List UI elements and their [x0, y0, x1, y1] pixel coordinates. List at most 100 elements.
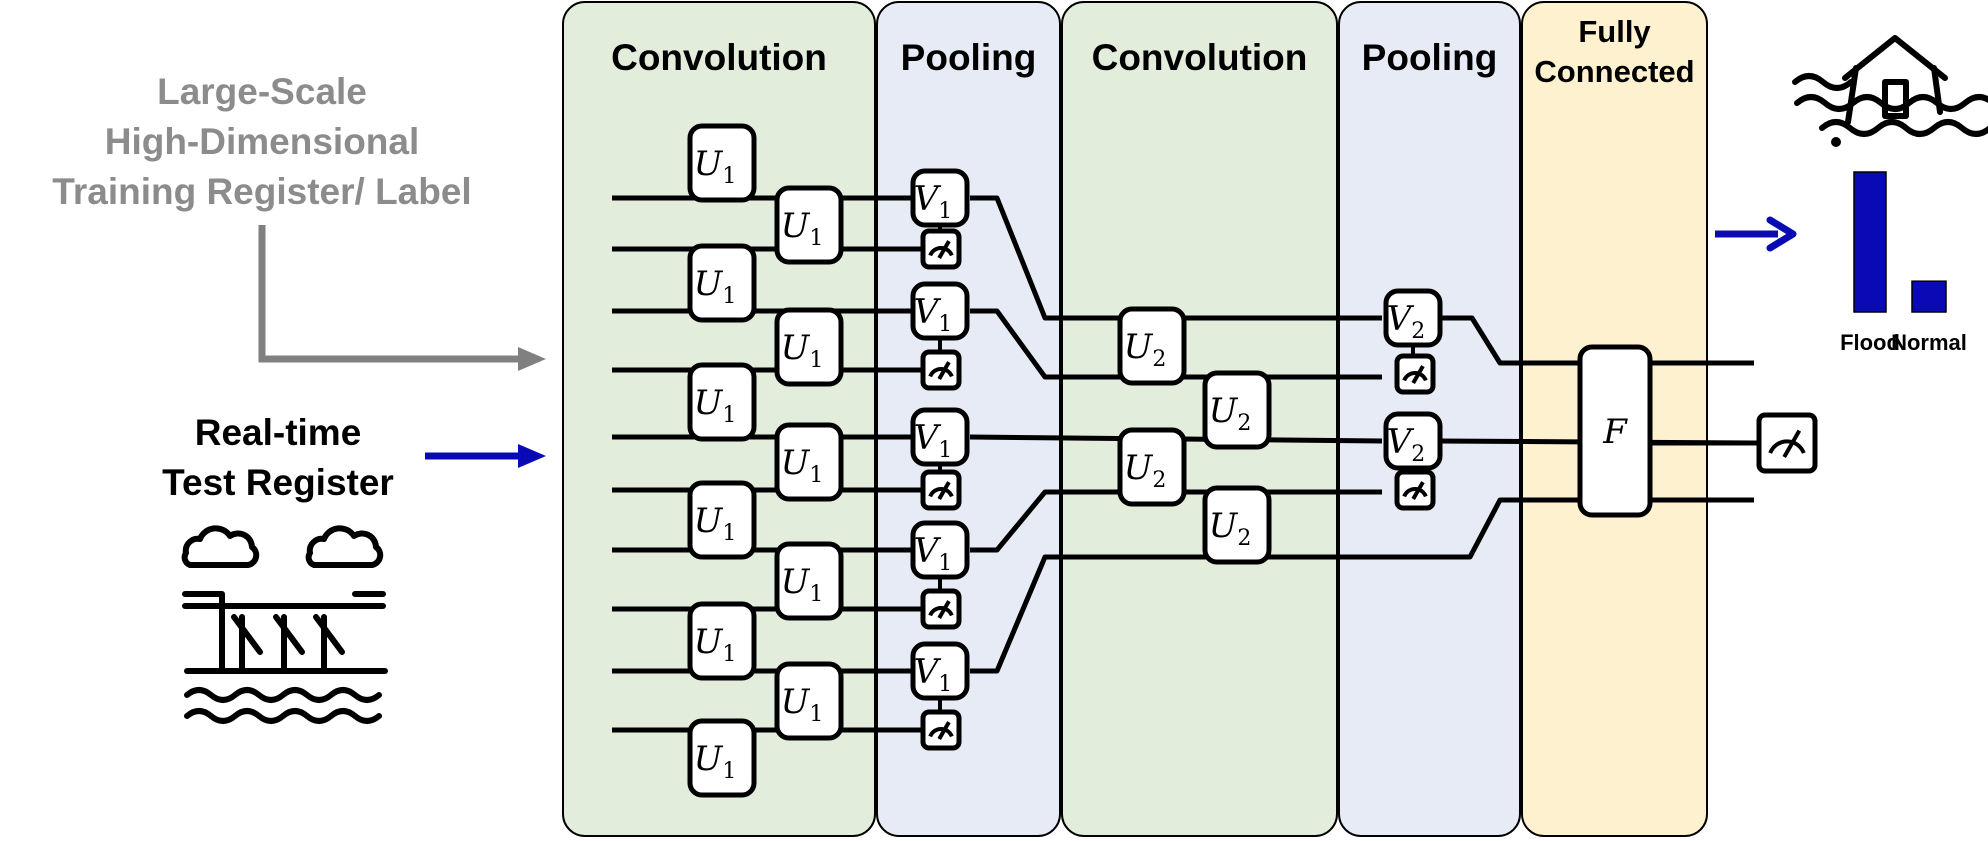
measurement-meter-icon — [920, 469, 962, 511]
gate-u1-box — [687, 243, 757, 323]
gate-u1-label: U1 — [781, 562, 824, 607]
gate-u1-box — [774, 422, 844, 502]
meter-arc — [928, 366, 954, 378]
meter-needle — [1411, 365, 1425, 384]
training-register-label: Large-Scale — [157, 71, 367, 112]
gate-v1: V1 — [910, 407, 970, 467]
gate-u1-box — [687, 362, 757, 442]
final-measurement-icon — [1756, 412, 1818, 474]
gate-u1: U1 — [687, 362, 757, 442]
measurement-meter-icon — [920, 709, 962, 751]
meter-arc — [1768, 439, 1806, 454]
gate-u1: U1 — [687, 601, 757, 681]
gate-v1: V1 — [910, 641, 970, 701]
gate-boxes: U1U1U1U1U1U1U1U1U1U1U1V1V1V1V1V1U2U2U2U2… — [687, 123, 1818, 798]
water-wave — [184, 708, 382, 724]
cloud-shape — [181, 525, 260, 568]
flood-waves — [1792, 73, 1988, 137]
gate-u1-subscript: 1 — [809, 226, 823, 251]
gate-u1-subscript: 1 — [809, 348, 823, 373]
gate-u1-box — [774, 307, 844, 387]
gate-u1-label: U1 — [694, 264, 737, 309]
meter-arc — [1402, 486, 1428, 498]
gate-v2: V2 — [1383, 288, 1443, 348]
measurement-meter-icon — [920, 228, 962, 270]
gate-u1-box — [687, 480, 757, 560]
measurement-meter-icon — [920, 349, 962, 391]
probability-bar-normal — [1911, 280, 1947, 313]
training-register-label: High-Dimensional — [105, 121, 420, 162]
gate-u1: U1 — [687, 480, 757, 560]
gate-u1-subscript: 1 — [809, 463, 823, 488]
gate-u1-box — [774, 661, 844, 741]
gate-u2-box — [1202, 370, 1272, 450]
section-title-fc: Fully — [1578, 14, 1651, 49]
meter-needle — [1411, 481, 1425, 500]
qubit-wire — [970, 195, 1382, 321]
gate-u1: U1 — [687, 243, 757, 323]
flood-droplet — [1831, 137, 1841, 147]
class-label-flood: Flood — [1840, 330, 1900, 355]
gate-f-box — [1577, 344, 1653, 518]
gate-u1: U1 — [774, 541, 844, 621]
gate-u1: U1 — [774, 307, 844, 387]
training-register-label: Training Register/ Label — [52, 171, 471, 212]
gate-u1-subscript: 1 — [809, 702, 823, 727]
gate-f: F — [1577, 344, 1653, 518]
gate-u2: U2 — [1117, 427, 1187, 507]
gate-u2-subscript: 2 — [1152, 347, 1166, 372]
measurement-meter-icon — [1394, 469, 1436, 511]
gate-u2-box — [1117, 306, 1187, 386]
gate-u2-subscript: 2 — [1237, 526, 1251, 551]
gate-v1-subscript: 1 — [938, 551, 952, 576]
gate-u2: U2 — [1202, 485, 1272, 565]
probability-bar-flood — [1853, 171, 1887, 313]
water-wave — [184, 687, 382, 703]
gate-v2-subscript: 2 — [1411, 319, 1425, 344]
output-arrowhead — [1766, 216, 1797, 252]
gate-v1: V1 — [910, 520, 970, 580]
gate-u1-box — [774, 541, 844, 621]
measurement-meter-icon — [1394, 353, 1436, 395]
meter-needle — [937, 721, 951, 740]
gate-u2-label: U2 — [1209, 506, 1252, 551]
gate-u1: U1 — [687, 718, 757, 798]
test-arrowhead — [518, 444, 546, 468]
gate-v2: V2 — [1383, 411, 1443, 471]
meter-arc — [928, 605, 954, 617]
gate-v1-subscript: 1 — [938, 672, 952, 697]
meter-needle — [937, 240, 951, 259]
gate-v2-subscript: 2 — [1411, 442, 1425, 467]
section-title-conv2: Convolution — [1092, 37, 1308, 78]
cloud-shape — [305, 525, 384, 568]
gate-u1-label: U1 — [694, 739, 737, 784]
gate-v2-label: V2 — [1387, 422, 1426, 467]
section-title-fc: Connected — [1534, 54, 1694, 89]
dam-structure — [182, 591, 386, 674]
gate-u2-subscript: 2 — [1237, 411, 1251, 436]
meter-needle — [1782, 429, 1802, 458]
gate-f-label: F — [1602, 412, 1628, 452]
gate-u1: U1 — [774, 422, 844, 502]
gate-u1-subscript: 1 — [722, 759, 736, 784]
test-register-label: Real-time — [195, 412, 362, 453]
gate-u2-box — [1202, 485, 1272, 565]
meter-arc — [928, 486, 954, 498]
section-panel-conv2 — [1061, 1, 1338, 837]
meter-needle — [937, 600, 951, 619]
section-title-conv1: Convolution — [611, 37, 827, 78]
gate-u1: U1 — [774, 185, 844, 265]
gate-u1-subscript: 1 — [722, 164, 736, 189]
meter-arc — [928, 726, 954, 738]
class-label-normal: Normal — [1891, 330, 1967, 355]
dam-gates — [231, 614, 345, 655]
gate-u1-subscript: 1 — [722, 284, 736, 309]
gate-u1: U1 — [687, 123, 757, 203]
gate-u1-box — [687, 718, 757, 798]
gate-u1-box — [687, 123, 757, 203]
gate-u1: U1 — [774, 661, 844, 741]
gate-u1-subscript: 1 — [722, 403, 736, 428]
dam-icon — [181, 525, 388, 724]
test-register-label: Test Register — [162, 462, 394, 503]
